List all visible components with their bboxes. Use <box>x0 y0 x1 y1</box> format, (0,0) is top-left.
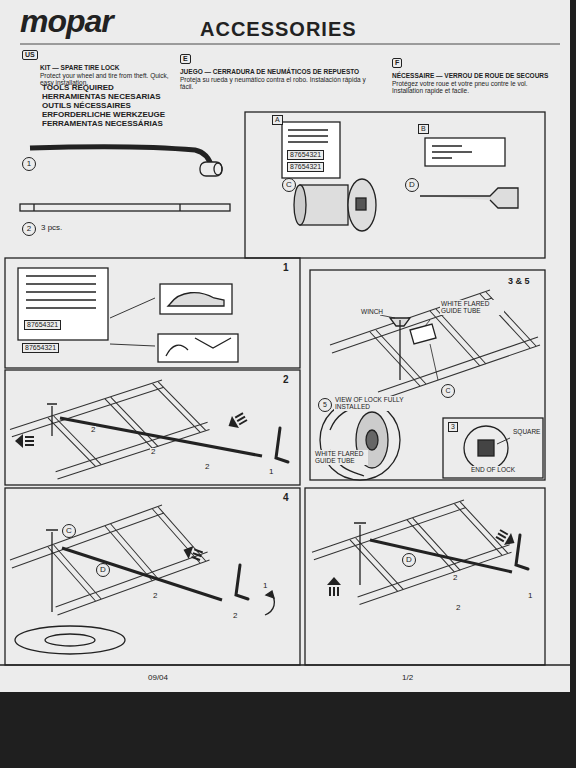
callout-label: 87654321 <box>287 162 324 172</box>
callout-label: 87654321 <box>22 343 59 353</box>
callout-label: 2 <box>150 448 156 457</box>
language-tag: F <box>392 58 402 68</box>
callout-label: 1/2 <box>402 674 413 683</box>
callout-label: 3 pcs. <box>40 224 63 233</box>
callout-label: B <box>418 124 429 134</box>
callout-label: Protégez votre roue et votre pneu contre… <box>392 80 552 95</box>
language-tag: E <box>180 54 191 64</box>
callout-label: 2 <box>455 604 461 613</box>
callout-label: D <box>96 563 110 577</box>
language-code: F <box>395 59 399 67</box>
callout-label: C <box>441 384 455 398</box>
callout-label: Proteja su rueda y neumático contra el r… <box>180 76 380 91</box>
callout-label: 87654321 <box>24 320 61 330</box>
callout-label: 2 <box>90 426 96 435</box>
callout-label: D <box>405 178 419 192</box>
callout-label: 2 <box>152 592 158 601</box>
callout-label: 2 <box>22 222 36 236</box>
brand-logo: mopar <box>20 4 113 40</box>
callout-label: NÉCESSAIRE — VERROU DE ROUE DE SECOURS <box>392 72 557 79</box>
language-code: E <box>183 55 188 63</box>
callout-label: D <box>402 553 416 567</box>
title: ACCESSORIES <box>200 18 357 40</box>
callout-label: A <box>272 115 283 125</box>
callout-label: FERRAMENTAS NECESSÁRIAS <box>42 120 163 129</box>
callout-label: 1 <box>268 468 274 477</box>
callout-label: 4 <box>283 492 289 503</box>
callout-label: SQUARE <box>512 428 541 435</box>
callout-label: OUTILS NÉCESSAIRES <box>42 102 131 111</box>
callout-label: HERRAMIENTAS NECESARIAS <box>42 93 161 102</box>
callout-label: 3 <box>448 422 458 432</box>
callout-label: 09/04 <box>148 674 168 683</box>
language-tag: US <box>22 50 38 60</box>
callout-label: C <box>62 524 76 538</box>
callout-label: ERFORDERLICHE WERKZEUGE <box>42 111 165 120</box>
callout-label: KIT — SPARE TIRE LOCK <box>40 64 170 71</box>
callout-label: 2 <box>204 463 210 472</box>
callout-label: WINCH <box>360 308 384 315</box>
callout-label: 87654321 <box>287 150 324 160</box>
callout-label: TOOLS REQUIRED <box>42 84 114 93</box>
callout-label: 1 <box>283 262 289 273</box>
callout-label: C <box>282 178 296 192</box>
callout-label: 3 & 5 <box>508 276 530 286</box>
callout-label: 2 <box>452 574 458 583</box>
callout-label: 1 <box>262 582 268 591</box>
callout-label: 2 <box>232 612 238 621</box>
callout-label: 5 <box>318 398 332 412</box>
callout-label: END OF LOCK <box>470 466 516 473</box>
callout-label: 1 <box>22 157 36 171</box>
callout-label: WHITE FLARED GUIDE TUBE <box>314 450 368 465</box>
callout-label: VIEW OF LOCK FULLY INSTALLED <box>334 396 440 411</box>
callout-label: 2 <box>283 374 289 385</box>
callout-label: 1 <box>527 592 533 601</box>
callout-label: JUEGO — CERRADURA DE NEUMÁTICOS DE REPUE… <box>180 68 385 75</box>
callout-label: WHITE FLARED GUIDE TUBE <box>440 300 504 315</box>
language-code: US <box>25 51 35 59</box>
